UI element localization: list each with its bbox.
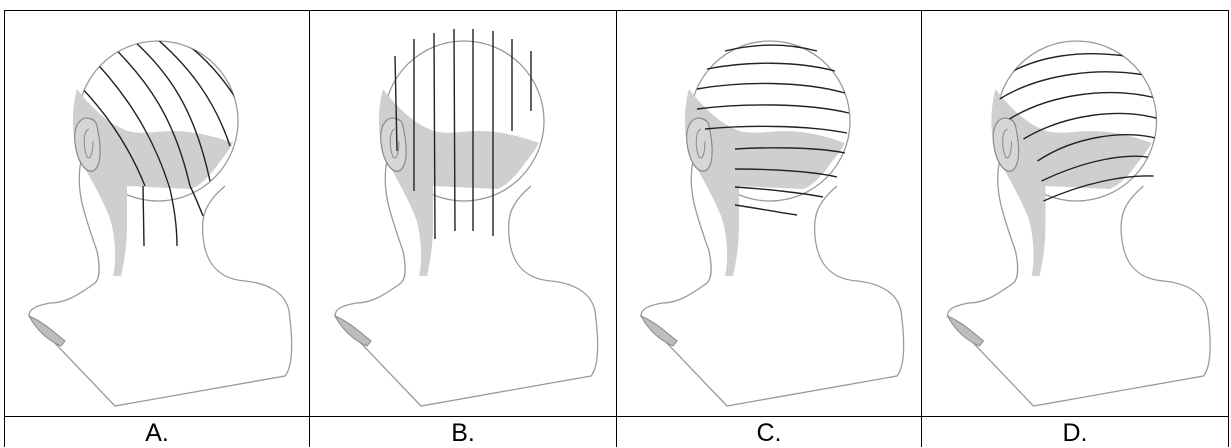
options-table: A. B. C. D. (4, 10, 1229, 447)
head-diagram-b (310, 28, 617, 417)
head-diagram-d (922, 11, 1230, 417)
head-diagram-a (5, 11, 310, 417)
option-a-figure (4, 10, 309, 416)
option-c-label-cell: C. (616, 416, 921, 447)
option-b-label: B. (451, 419, 475, 447)
option-c-figure (616, 10, 921, 416)
head-diagram-c (617, 11, 922, 417)
option-d-label: D. (1062, 419, 1088, 447)
option-b-label-cell: B. (309, 416, 616, 447)
option-c-label: C. (756, 419, 782, 447)
option-d-label-cell: D. (921, 416, 1229, 447)
option-a-label: A. (145, 419, 169, 447)
horizontal-lines-icon (696, 44, 850, 216)
option-b-figure (309, 10, 616, 416)
vertical-lines-icon (394, 28, 532, 240)
option-a-label-cell: A. (4, 416, 309, 447)
option-d-figure (921, 10, 1229, 416)
